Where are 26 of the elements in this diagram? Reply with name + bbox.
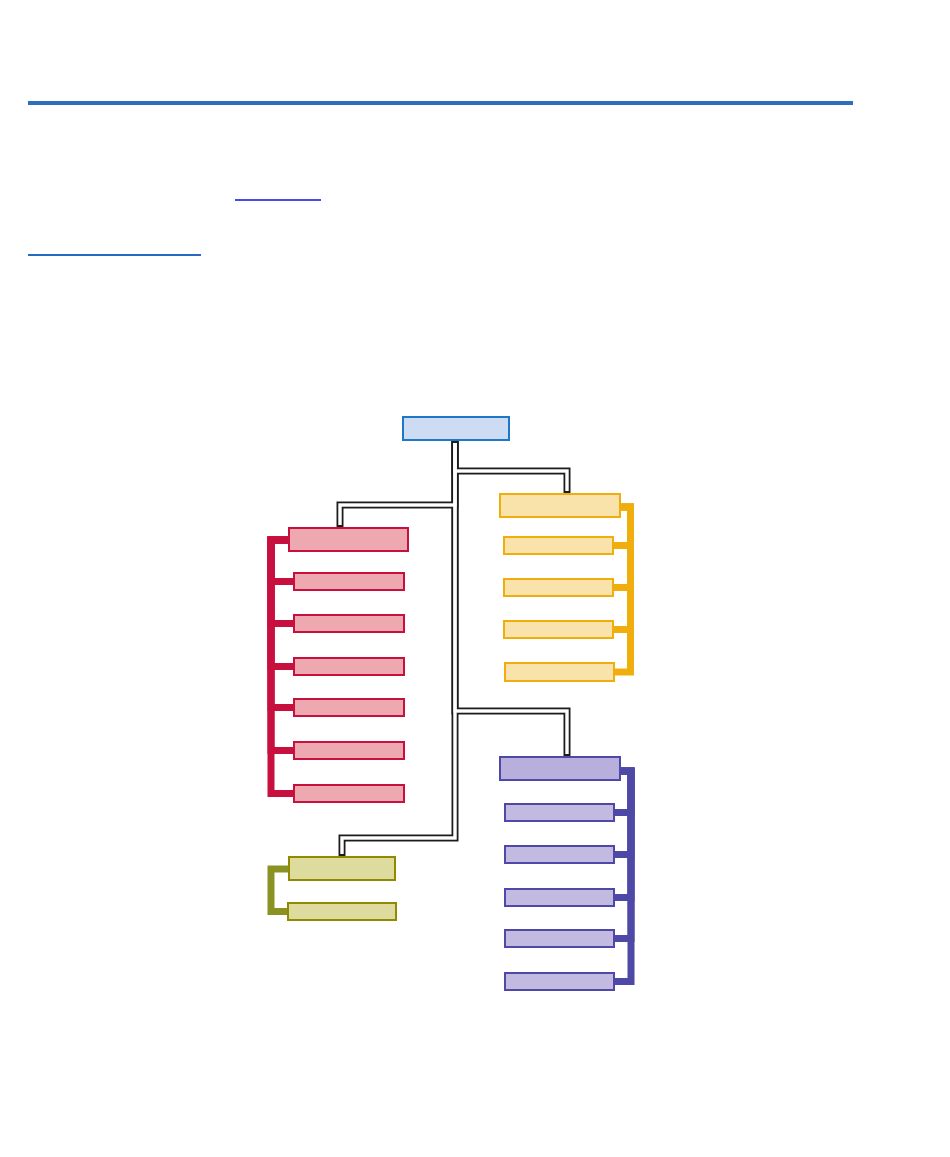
sub-item-box <box>504 662 615 682</box>
connector-line <box>267 865 288 915</box>
sub-item-box <box>503 536 614 555</box>
group-header-box <box>499 493 621 518</box>
connector-line <box>338 441 459 856</box>
connector-line <box>615 767 635 985</box>
sub-item-box <box>504 888 615 907</box>
group-header-box <box>499 756 621 781</box>
connector-line <box>615 503 634 676</box>
sub-item-box <box>504 972 615 991</box>
sub-item-box <box>293 698 405 717</box>
sub-item-box <box>504 929 615 948</box>
sub-item-box <box>293 657 405 676</box>
sub-item-box <box>504 803 615 822</box>
sub-item-box <box>293 572 405 591</box>
sub-item-box <box>503 620 614 639</box>
group-header-box <box>288 856 396 881</box>
sub-item-box <box>293 741 405 760</box>
sub-item-box <box>503 578 614 597</box>
sub-item-box <box>293 784 405 803</box>
group-header-box <box>288 527 409 552</box>
sub-item-box <box>293 614 405 633</box>
sub-item-box <box>287 902 397 921</box>
sub-item-box <box>504 845 615 864</box>
root-box <box>402 416 510 441</box>
connector-line <box>267 536 293 797</box>
